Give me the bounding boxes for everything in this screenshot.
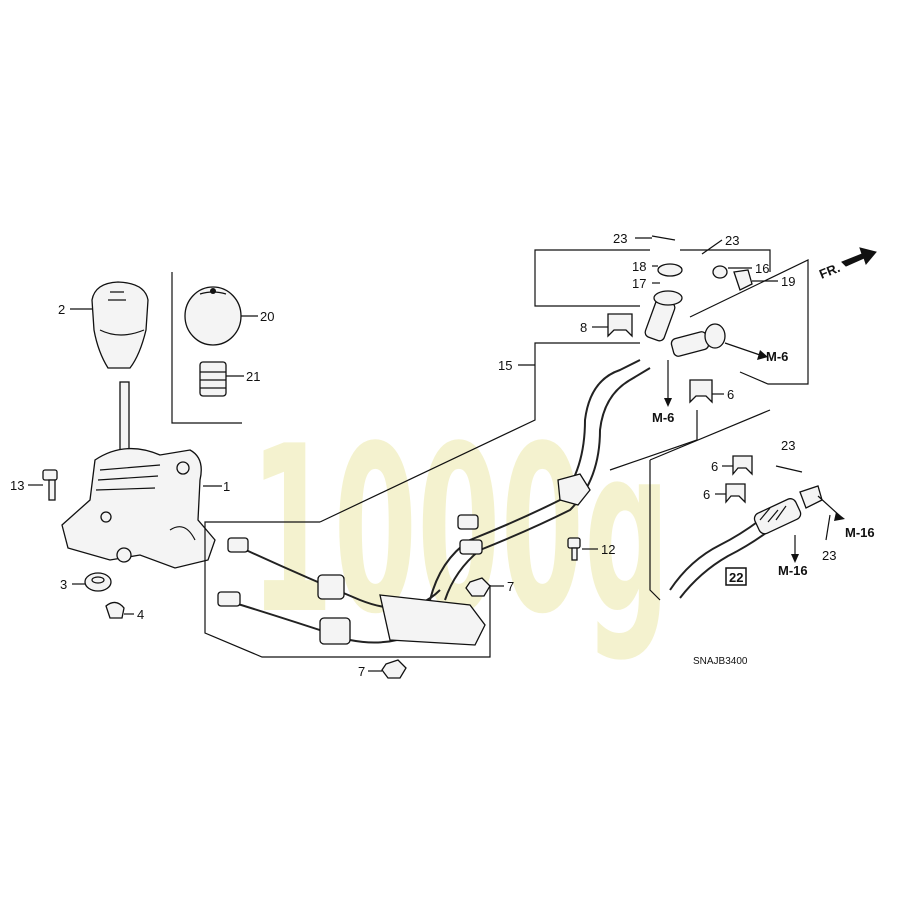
main-cables [429, 359, 651, 601]
part-label-6-right-b: 6 [703, 487, 710, 502]
shift-knob-part [91, 281, 149, 369]
direction-label: FR. [817, 260, 842, 282]
part-label-23-bottom: 23 [822, 548, 836, 563]
part-label-23-right: 23 [781, 438, 795, 453]
part-label-15: 15 [498, 358, 512, 373]
part-label-1: 1 [223, 479, 230, 494]
nut-part [381, 659, 407, 679]
part-label-23-top-left: 23 [613, 231, 627, 246]
upper-cable-ends [644, 263, 753, 357]
part-22-box [725, 567, 747, 586]
shift-lever-assembly [61, 381, 216, 569]
clip-part [105, 601, 125, 619]
part-label-3: 3 [60, 577, 67, 592]
ref-m16-bottom: M-16 [778, 563, 808, 578]
part-label-17: 17 [632, 276, 646, 291]
part-label-20: 20 [260, 309, 274, 324]
bolt-part-12 [567, 537, 581, 561]
part-label-6-upper: 6 [727, 387, 734, 402]
bolt-part [42, 469, 58, 501]
part-label-21: 21 [246, 369, 260, 384]
part-label-16: 16 [755, 261, 769, 276]
part-label-23-top-right: 23 [725, 233, 739, 248]
clip-part-6-upper [689, 379, 713, 404]
part-label-13: 13 [10, 478, 24, 493]
grommet-part [84, 572, 112, 592]
forward-arrow-icon [841, 247, 877, 267]
knob-adapter-part [199, 361, 227, 397]
part-label-4: 4 [137, 607, 144, 622]
ref-m6-right: M-6 [766, 349, 788, 364]
ref-m6-bottom: M-6 [652, 410, 674, 425]
part-label-8: 8 [580, 320, 587, 335]
clip-part-8 [607, 313, 633, 338]
part-label-22: 22 [729, 570, 743, 585]
round-knob-part [184, 286, 242, 346]
part-label-2: 2 [58, 302, 65, 317]
part-label-7-mid: 7 [507, 579, 514, 594]
part-label-12: 12 [601, 542, 615, 557]
part-label-7-lower: 7 [358, 664, 365, 679]
part-label-19: 19 [781, 274, 795, 289]
lower-cables [217, 537, 486, 646]
diagram-code: SNAJB3400 [693, 656, 748, 667]
part-label-6-right-a: 6 [711, 459, 718, 474]
clip-part-6-right-b [725, 483, 746, 504]
ref-m16-right: M-16 [845, 525, 875, 540]
nut-part-mid [465, 577, 491, 597]
part-label-18: 18 [632, 259, 646, 274]
clip-part-6-right-a [732, 455, 753, 476]
